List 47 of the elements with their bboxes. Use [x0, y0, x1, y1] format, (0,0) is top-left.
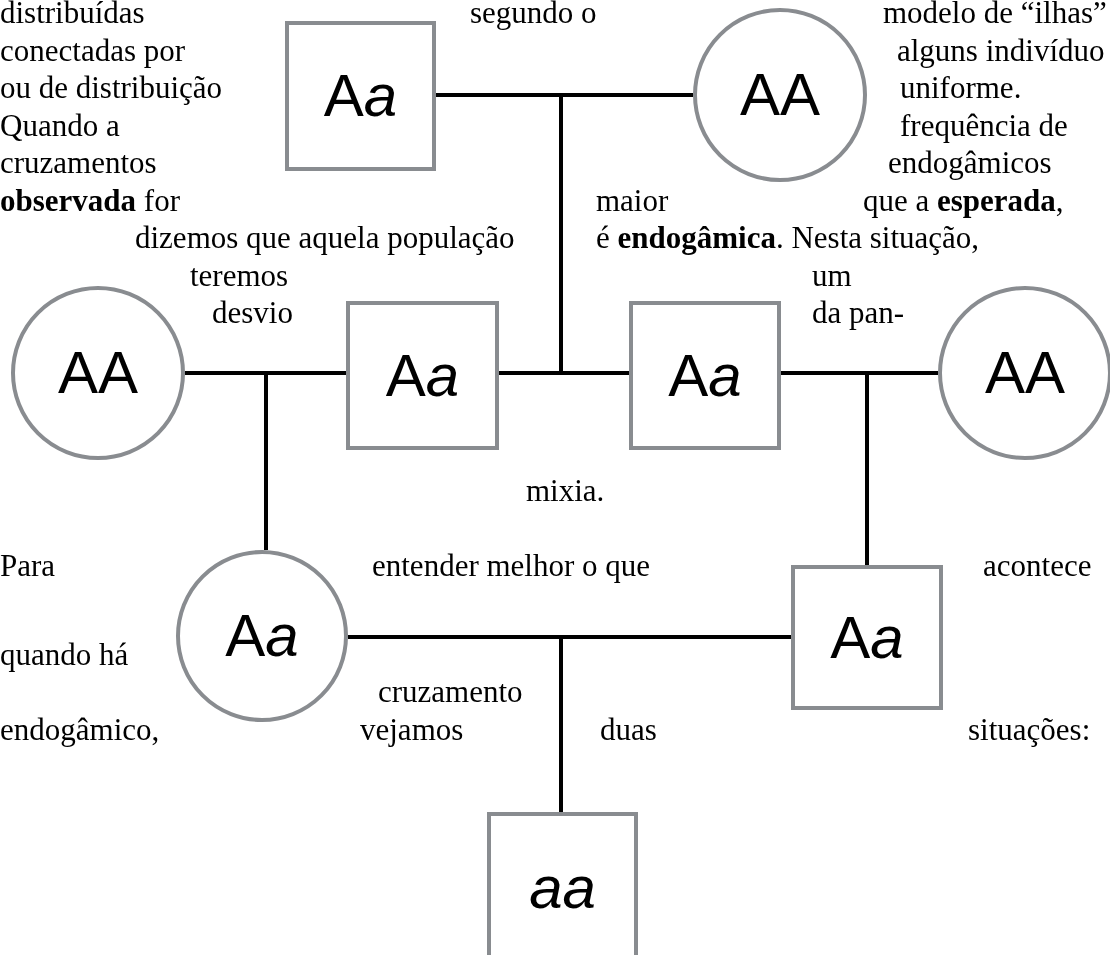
genotype-label: AA	[57, 343, 139, 403]
text-fragment: alguns indivíduo	[897, 31, 1105, 69]
pedigree-square	[487, 812, 638, 955]
pedigree-line	[559, 93, 693, 375]
text-fragment: Quando a	[0, 106, 120, 144]
text-fragment: cruzamento	[378, 673, 523, 710]
pedigree-line	[559, 635, 791, 812]
text-fragment: situações:	[968, 711, 1091, 748]
text-fragment: entender melhor o que	[372, 547, 651, 584]
text-fragment: um	[812, 256, 852, 294]
text-fragment: duas	[600, 711, 657, 748]
text-fragment: é endogâmica. Nesta situação,	[596, 219, 980, 256]
text-fragment: cruzamentos	[0, 144, 157, 181]
text-fragment: mixia.	[526, 472, 605, 509]
text-fragment: quando há	[0, 636, 129, 673]
text-fragment: maior	[596, 181, 669, 219]
text-fragment: Para	[0, 547, 56, 584]
text-fragment: da pan-	[812, 294, 905, 331]
text-fragment: acontece	[983, 547, 1092, 584]
genotype-label: Aa	[225, 606, 299, 666]
pedigree-line	[264, 371, 346, 551]
text-fragment: modelo de “ilhas”	[883, 0, 1107, 31]
text-fragment: frequência de	[900, 106, 1068, 144]
text-fragment: que a esperada,	[863, 181, 1064, 219]
genotype-label: Aa	[668, 345, 742, 406]
text-fragment: dizemos que aquela população	[135, 219, 515, 256]
genotype-label: Aa	[323, 66, 398, 126]
text-fragment: conectadas por	[0, 31, 186, 69]
text-fragment: uniforme.	[900, 69, 1022, 106]
text-fragment: endogâmicos	[888, 144, 1052, 181]
text-fragment: vejamos	[360, 711, 464, 748]
pedigree-line	[865, 371, 938, 565]
text-fragment: ou de distribuição	[0, 69, 223, 106]
text-fragment: teremos	[190, 256, 289, 294]
text-fragment: endogâmico,	[0, 711, 160, 748]
pedigree-square	[285, 21, 436, 171]
genotype-label: AA	[739, 65, 821, 125]
text-fragment: distribuídas	[0, 0, 145, 31]
pedigree-square	[346, 301, 499, 450]
genotype-label: aa	[529, 857, 596, 918]
text-fragment: observada for	[0, 181, 180, 219]
pedigree-square	[791, 565, 943, 710]
genotype-label: Aa	[830, 607, 904, 668]
pedigree-square	[629, 301, 781, 450]
genotype-label: Aa	[385, 345, 460, 406]
text-fragment: desvio	[212, 294, 293, 331]
genotype-label: AA	[984, 343, 1066, 403]
